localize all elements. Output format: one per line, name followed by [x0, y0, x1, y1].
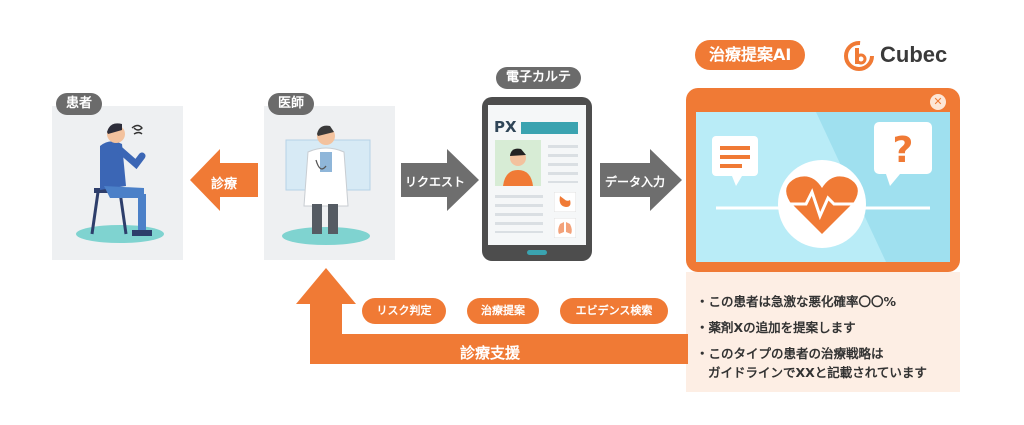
doctor-illustration	[282, 125, 371, 245]
data-input-arrow-label: データ入力	[605, 175, 666, 189]
bullet-2: ・薬剤Xの追加を提案します	[696, 320, 856, 335]
ai-output-panel	[686, 272, 960, 392]
ai-title-pill: 治療提案AI	[695, 40, 806, 70]
request-arrow	[401, 149, 479, 211]
emr-lines	[548, 145, 578, 183]
patient-illustration	[76, 123, 164, 243]
emr-header-text: PX	[494, 118, 517, 136]
ai-close-button[interactable]: ✕	[930, 94, 946, 110]
diagnosis-arrow	[190, 149, 258, 211]
pill-risk-assessment: リスク判定	[362, 298, 446, 324]
cubec-brand: Cubec	[880, 42, 948, 67]
stomach-icon	[554, 192, 576, 212]
data-input-arrow	[600, 149, 682, 211]
emr-lines-lower	[495, 195, 543, 233]
svg-text:?: ?	[893, 130, 914, 171]
diagnosis-arrow-label: 診療	[211, 177, 238, 192]
pill-evidence-search: エビデンス検索	[560, 298, 668, 324]
lungs-icon	[554, 218, 576, 238]
emr-photo	[495, 140, 541, 186]
support-arrow	[296, 268, 688, 364]
doctor-label: 医師	[268, 93, 315, 115]
pill-treatment-proposal: 治療提案	[467, 298, 539, 324]
patient-label: 患者	[56, 93, 103, 115]
request-arrow-label: リクエスト	[405, 175, 466, 189]
cubec-logo-icon	[844, 41, 874, 71]
ai-window-art: ?	[712, 112, 950, 262]
support-label: 診療支援	[460, 344, 521, 362]
bullet-1: ・この患者は急激な悪化確率〇〇%	[696, 294, 897, 309]
home-button	[527, 250, 547, 255]
emr-header-bar	[521, 122, 578, 134]
bullet-2-text: 薬剤Xの追加を提案します	[708, 320, 856, 335]
emr-label: 電子カルテ	[496, 67, 582, 89]
bullet-1-text: この患者は急激な悪化確率〇〇%	[708, 294, 897, 309]
bullet-3-text: このタイプの患者の治療戦略は	[708, 346, 884, 361]
bullet-3-continued: ガイドラインでXXと記載されています	[708, 365, 927, 380]
bullet-3: ・このタイプの患者の治療戦略は	[696, 346, 884, 361]
ai-window-screen: ?	[696, 112, 950, 262]
